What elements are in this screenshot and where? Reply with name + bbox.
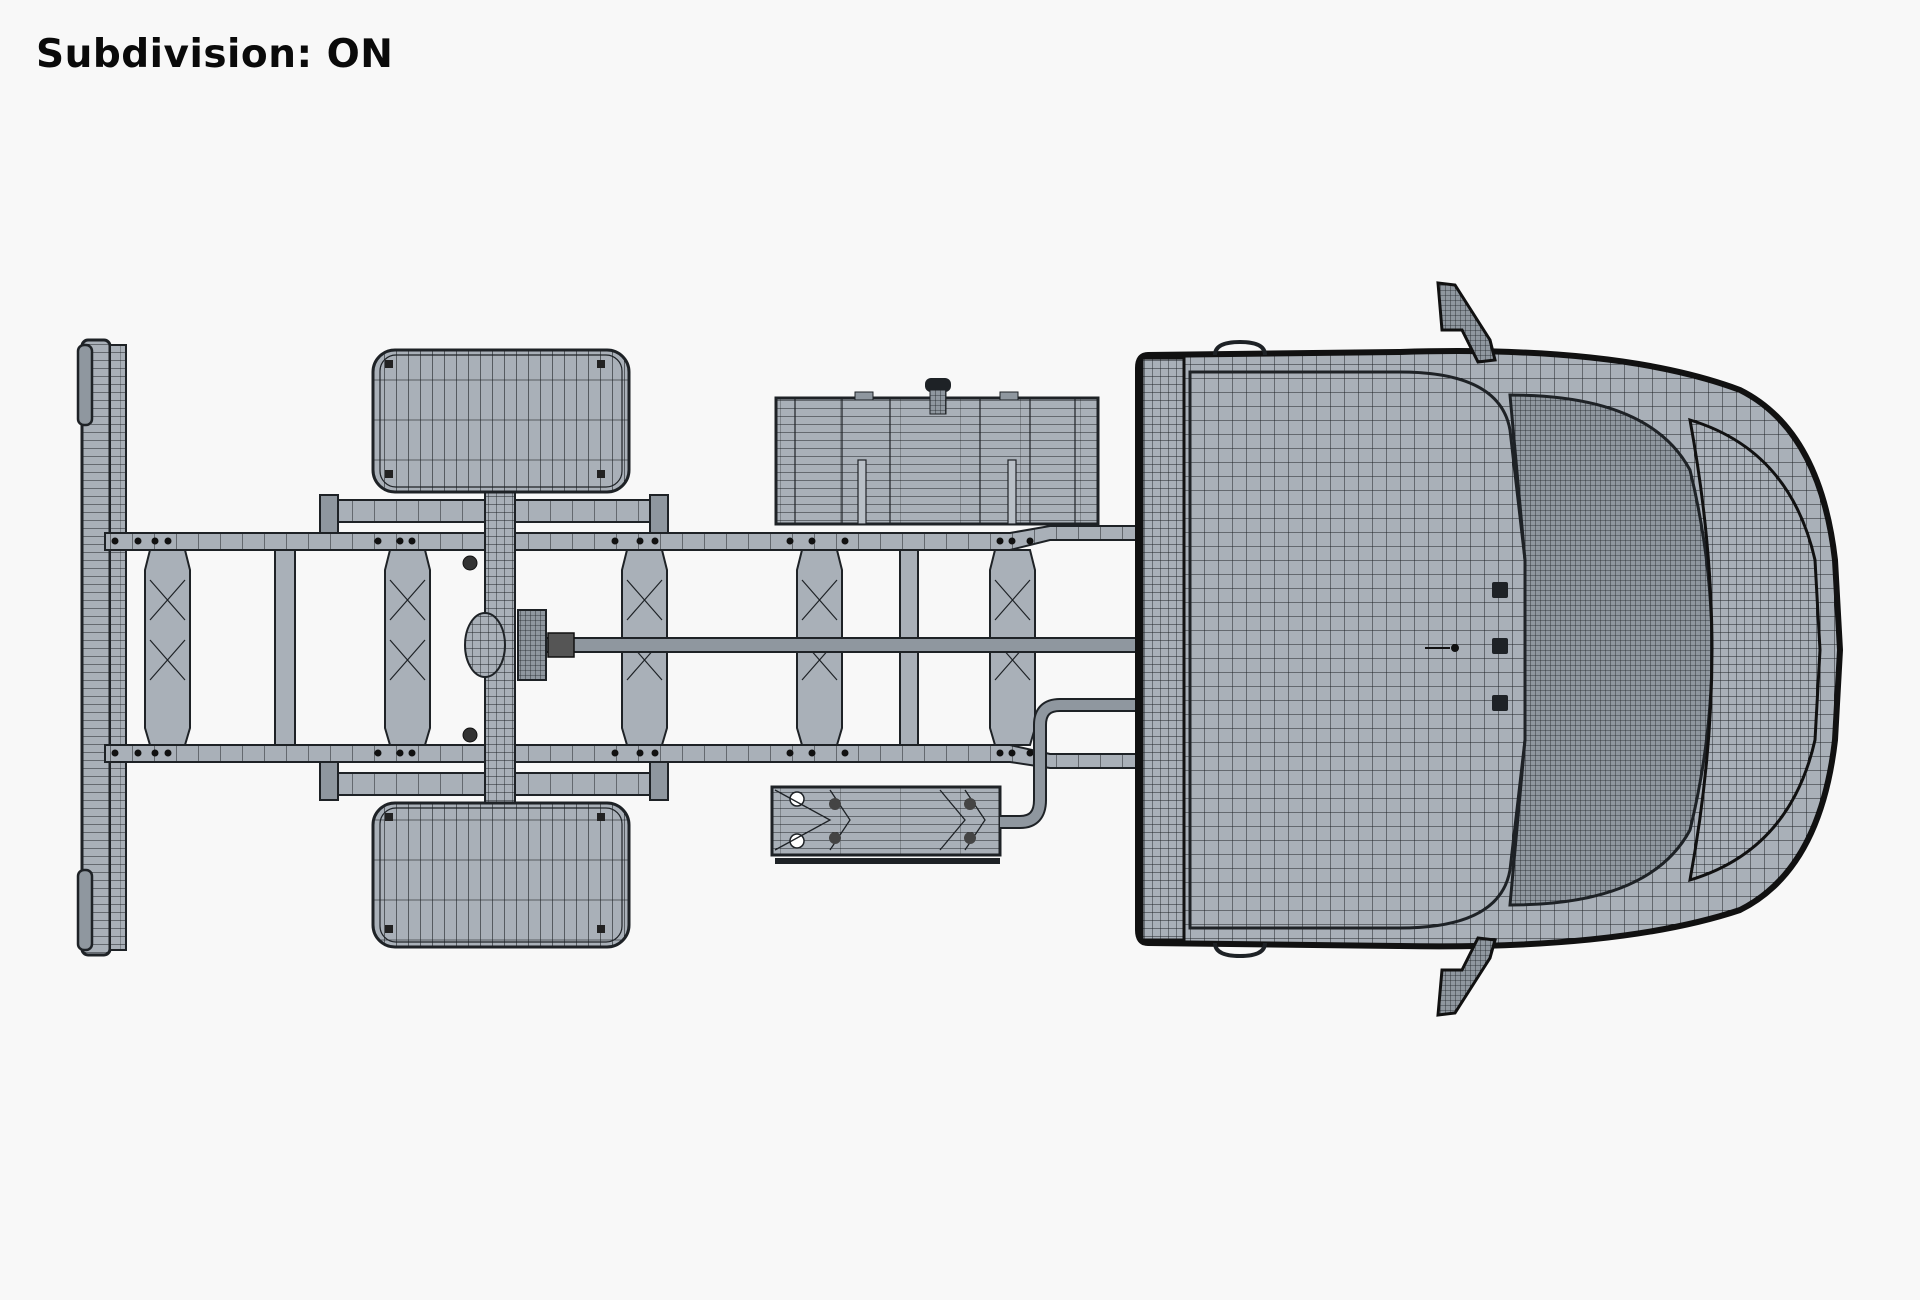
cab bbox=[1135, 339, 1844, 959]
rear-wheel-left bbox=[371, 348, 631, 494]
chassis-frame bbox=[104, 525, 1141, 769]
battery-box bbox=[770, 785, 1002, 864]
rear-axle-differential bbox=[462, 489, 547, 811]
fuel-tank bbox=[774, 378, 1100, 526]
side-mirror-right bbox=[1436, 936, 1497, 1017]
driveshaft bbox=[545, 632, 1141, 658]
subdivision-value: ON bbox=[326, 32, 394, 77]
rear-wheel-right bbox=[371, 801, 631, 949]
rear-bumper bbox=[76, 338, 127, 957]
side-mirror-left bbox=[1436, 281, 1497, 364]
subdivision-label: Subdivision: bbox=[36, 32, 313, 77]
exhaust-pipe bbox=[1000, 698, 1140, 829]
subdivision-status-label: Subdivision: ON bbox=[36, 30, 393, 80]
